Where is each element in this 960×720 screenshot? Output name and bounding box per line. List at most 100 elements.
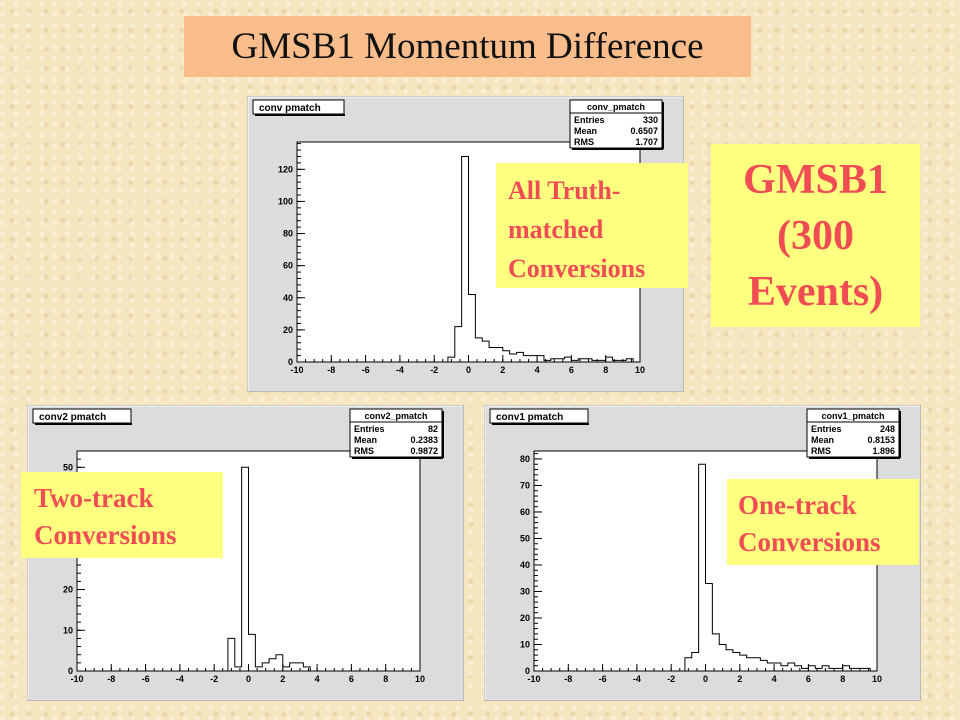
y-tick-label: 20 xyxy=(520,613,530,623)
y-tick-label: 100 xyxy=(278,196,293,206)
all-truth-label: All Truth- matched Conversions xyxy=(496,163,688,288)
chart-title: conv2 pmatch xyxy=(39,412,106,423)
histogram-outline xyxy=(684,463,871,671)
chart-title-box: conv2 pmatch xyxy=(32,408,132,425)
stats-value: 1.896 xyxy=(872,446,895,456)
x-tick-label: 4 xyxy=(315,674,320,684)
y-tick-label: 60 xyxy=(283,261,293,271)
gmsb1-label-line2: (300 xyxy=(777,213,854,259)
y-tick-label: 60 xyxy=(520,507,530,517)
x-tick-label: -10 xyxy=(70,674,83,684)
y-tick-label: 20 xyxy=(63,585,73,595)
y-tick-label: 0 xyxy=(68,666,73,676)
x-tick-label: 6 xyxy=(806,674,811,684)
x-tick-label: -4 xyxy=(176,674,184,684)
stats-label: Mean xyxy=(811,435,834,445)
stats-value: 248 xyxy=(880,424,895,434)
x-tick-label: 4 xyxy=(772,674,777,684)
chart-title-box: conv pmatch xyxy=(252,99,345,116)
stats-value: 1.707 xyxy=(635,137,658,147)
x-tick-label: 2 xyxy=(280,674,285,684)
y-tick-label: 40 xyxy=(520,560,530,570)
stats-label: Mean xyxy=(354,435,377,445)
x-tick-label: -8 xyxy=(327,365,335,375)
stats-value: 0.2383 xyxy=(410,435,438,445)
y-tick-label: 30 xyxy=(520,586,530,596)
x-tick-label: 8 xyxy=(603,365,608,375)
stats-box-frame xyxy=(569,99,663,149)
x-tick-label: -10 xyxy=(290,365,303,375)
stats-value: 0.9872 xyxy=(410,446,438,456)
chart-title-box: conv1 pmatch xyxy=(489,408,589,425)
x-tick-label: -6 xyxy=(362,365,370,375)
stats-value: 82 xyxy=(428,424,438,434)
y-tick-label: 50 xyxy=(520,533,530,543)
y-tick-label: 80 xyxy=(520,454,530,464)
x-tick-label: 10 xyxy=(415,674,425,684)
one-track-label: One-track Conversions xyxy=(727,479,919,565)
x-tick-label: -6 xyxy=(599,674,607,684)
x-tick-label: 8 xyxy=(840,674,845,684)
y-tick-label: 0 xyxy=(288,357,293,367)
gmsb1-label: GMSB1 (300 Events) xyxy=(711,144,920,327)
all-truth-label-line3: Conversions xyxy=(508,254,646,283)
stats-value: 330 xyxy=(643,115,658,125)
y-tick-label: 0 xyxy=(525,666,530,676)
y-tick-label: 10 xyxy=(63,625,73,635)
y-tick-label: 70 xyxy=(520,480,530,490)
stats-name: conv1_pmatch xyxy=(821,411,884,421)
x-tick-label: -8 xyxy=(564,674,572,684)
gmsb1-label-line3: Events) xyxy=(747,269,884,315)
stats-label: RMS xyxy=(574,137,594,147)
stats-name: conv_pmatch xyxy=(587,102,645,112)
x-tick-label: -2 xyxy=(210,674,218,684)
y-tick-label: 80 xyxy=(283,229,293,239)
x-tick-label: 6 xyxy=(569,365,574,375)
x-tick-label: 0 xyxy=(703,674,708,684)
all-truth-label-line1: All Truth- xyxy=(508,176,621,205)
x-tick-label: 4 xyxy=(535,365,540,375)
x-tick-label: -2 xyxy=(667,674,675,684)
x-tick-label: -10 xyxy=(527,674,540,684)
x-tick-label: 10 xyxy=(872,674,882,684)
all-truth-label-line2: matched xyxy=(508,215,604,244)
x-tick-label: 8 xyxy=(383,674,388,684)
two-track-label: Two-track Conversions xyxy=(21,472,223,558)
x-tick-label: 2 xyxy=(500,365,505,375)
stats-label: Entries xyxy=(354,424,385,434)
chart-title: conv pmatch xyxy=(259,103,321,114)
x-tick-label: 0 xyxy=(466,365,471,375)
x-tick-label: 0 xyxy=(246,674,251,684)
stats-value: 0.6507 xyxy=(630,126,658,136)
one-track-label-line2: Conversions xyxy=(738,527,881,557)
stats-label: Mean xyxy=(574,126,597,136)
stats-box-frame xyxy=(806,408,900,458)
x-tick-label: 2 xyxy=(737,674,742,684)
y-tick-label: 40 xyxy=(283,293,293,303)
x-tick-label: -2 xyxy=(430,365,438,375)
x-tick-label: -6 xyxy=(142,674,150,684)
stats-name: conv2_pmatch xyxy=(364,411,427,421)
x-tick-label: 10 xyxy=(635,365,645,375)
x-tick-label: -4 xyxy=(633,674,641,684)
one-track-label-line1: One-track xyxy=(738,490,857,520)
stats-label: RMS xyxy=(811,446,831,456)
chart-title: conv1 pmatch xyxy=(496,412,563,423)
two-track-label-line2: Conversions xyxy=(34,520,177,550)
x-tick-label: 6 xyxy=(349,674,354,684)
stats-label: RMS xyxy=(354,446,374,456)
two-track-label-line1: Two-track xyxy=(34,483,154,513)
stats-label: Entries xyxy=(811,424,842,434)
y-tick-label: 10 xyxy=(520,639,530,649)
gmsb1-label-line1: GMSB1 xyxy=(743,157,888,203)
y-tick-label: 50 xyxy=(63,462,73,472)
y-tick-label: 20 xyxy=(283,325,293,335)
stats-value: 0.8153 xyxy=(867,435,895,445)
x-tick-label: -4 xyxy=(396,365,404,375)
x-tick-label: -8 xyxy=(107,674,115,684)
page-title: GMSB1 Momentum Difference xyxy=(184,16,751,77)
stats-label: Entries xyxy=(574,115,605,125)
